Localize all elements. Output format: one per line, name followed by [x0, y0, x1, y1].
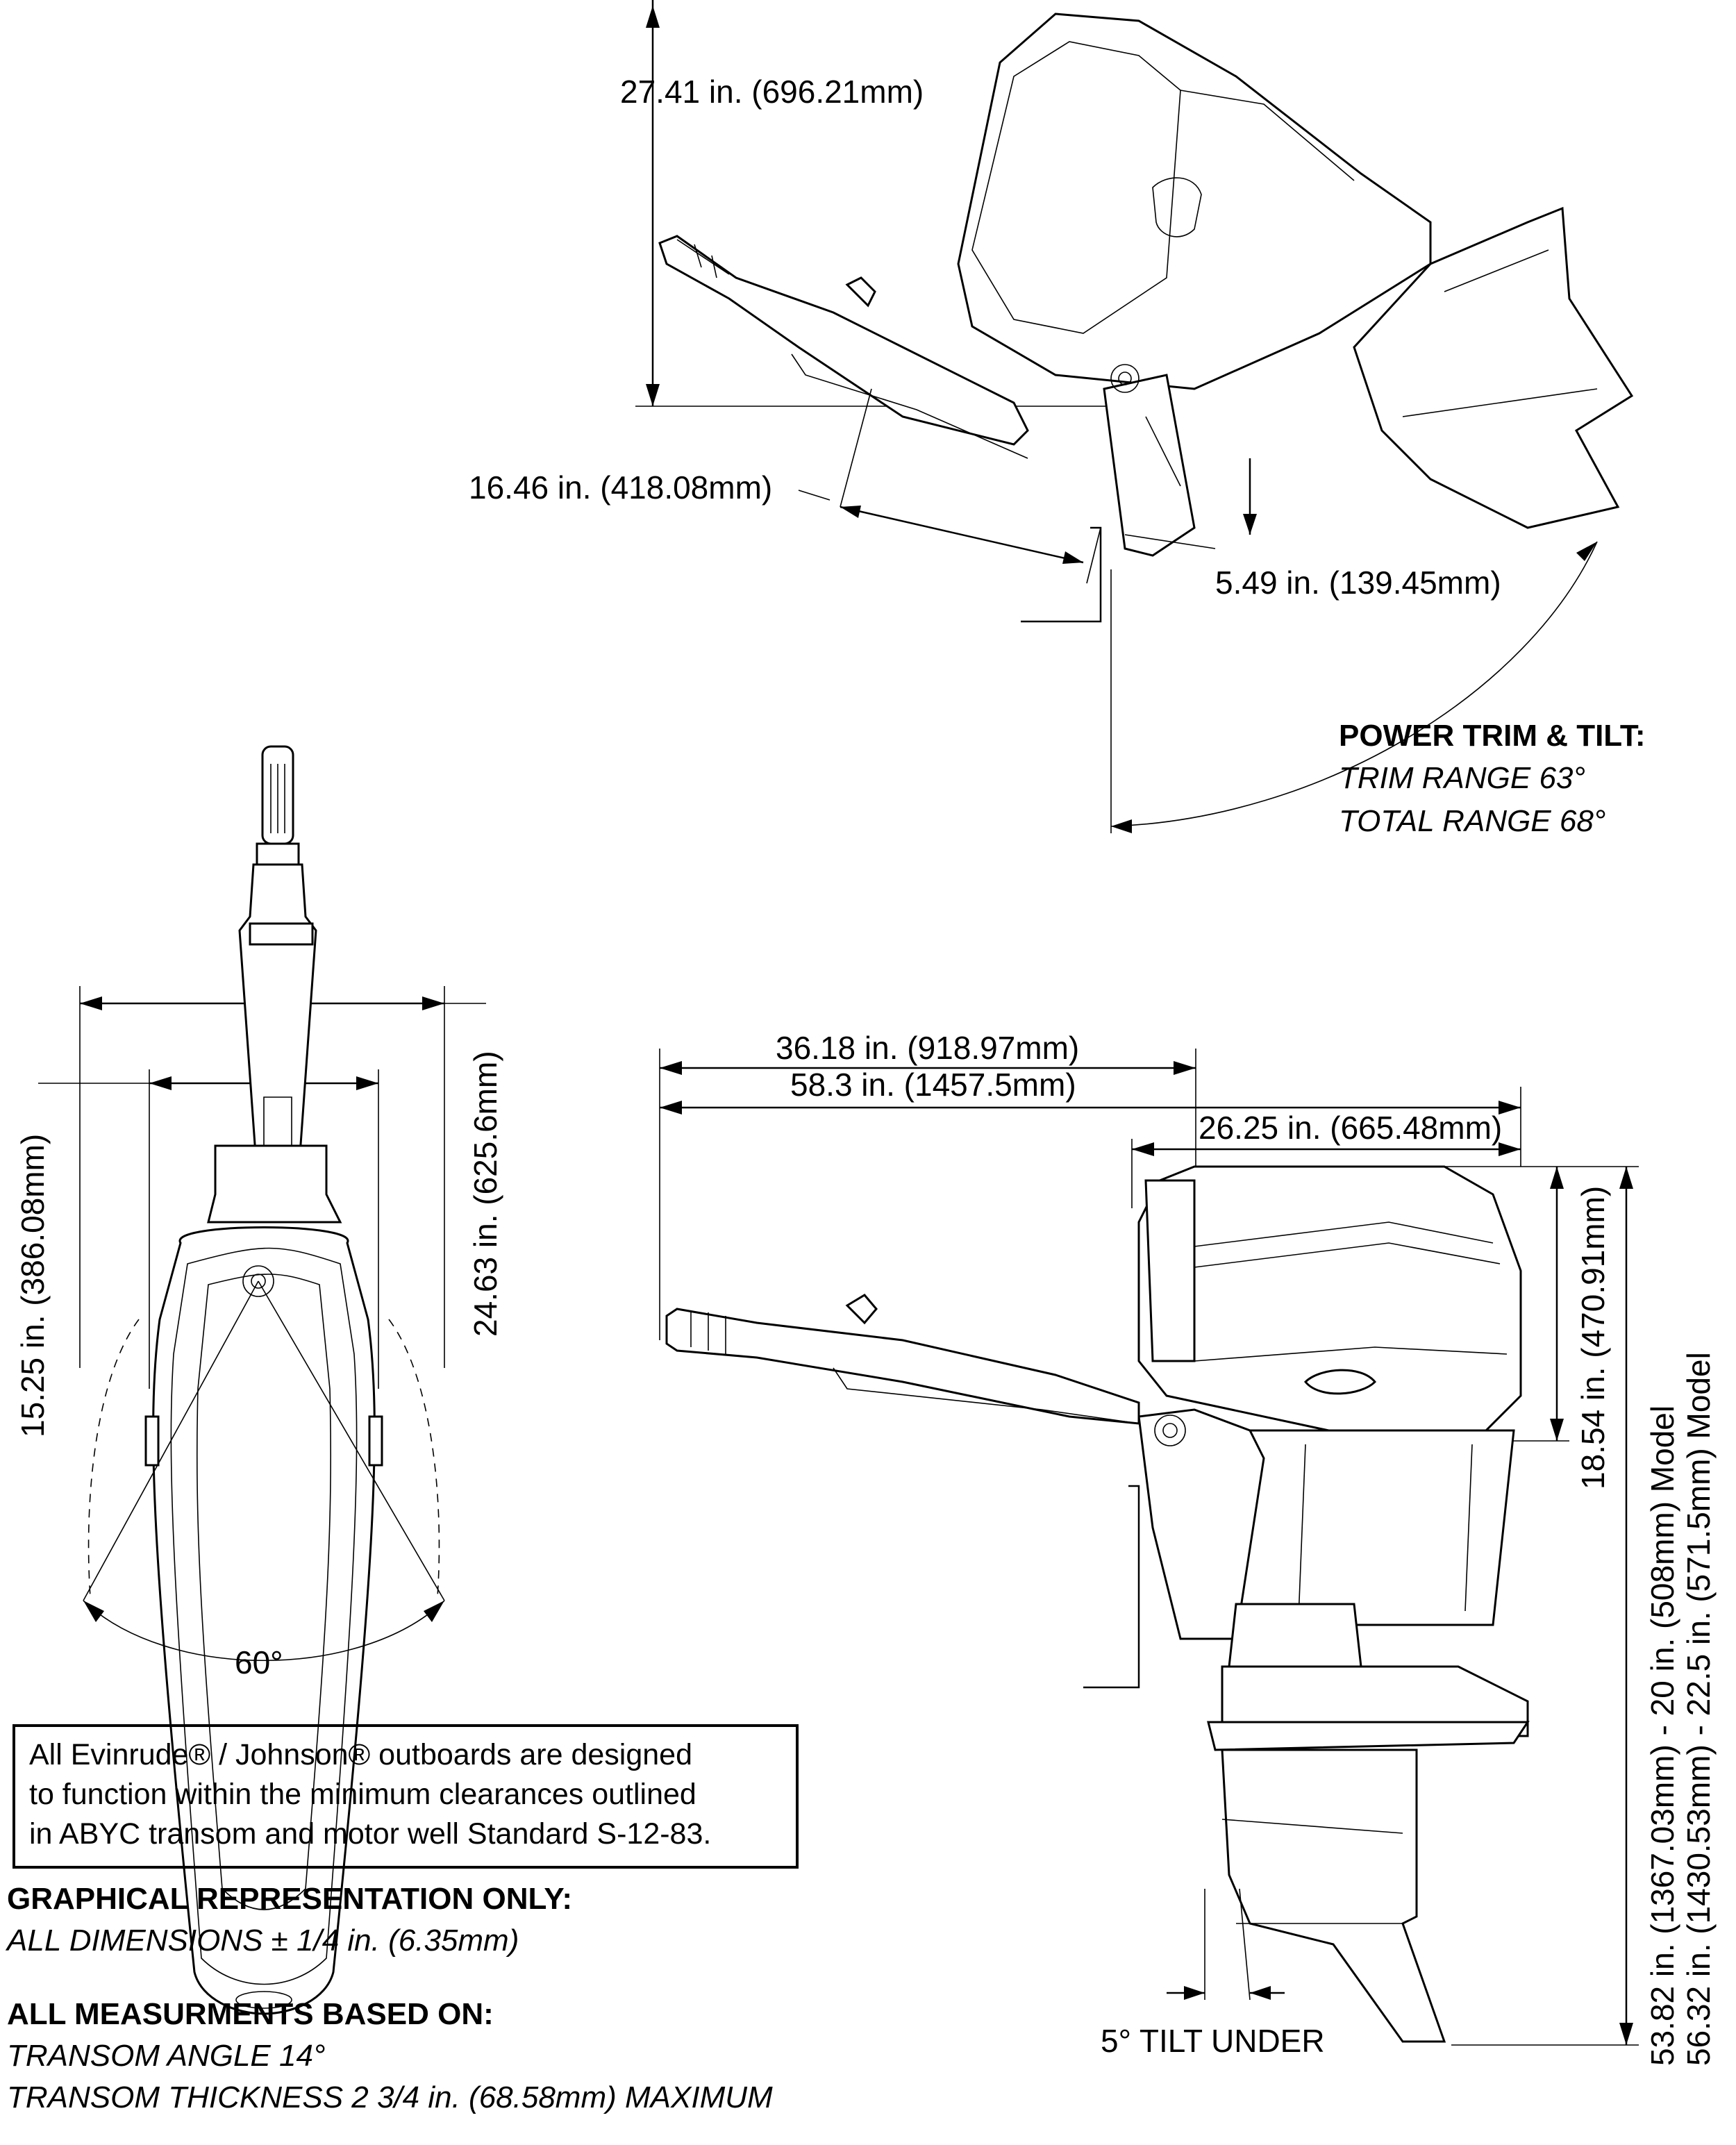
upright-motor-outline: [1137, 1165, 1530, 2043]
overall-length-dimension-label: 58.3 in. (1457.5mm): [790, 1067, 1076, 1103]
cowl-length-dimension-label: 26.25 in. (665.48mm): [1199, 1110, 1502, 1146]
tilted-motor-outline: [957, 12, 1634, 557]
disclaimer-line-1: All Evinrude® / Johnson® outboards are d…: [29, 1738, 693, 1771]
tilt-under-label: 5° TILT UNDER: [1101, 2023, 1325, 2059]
tilted-offset-dimension-label: 5.49 in. (139.45mm): [1215, 565, 1501, 601]
height-20in-model-label: 53.82 in. (1367.03mm) - 20 in. (508mm) M…: [1644, 1405, 1680, 2066]
tolerance-text: ALL DIMENSIONS ± 1/4 in. (6.35mm): [7, 1923, 519, 1958]
top-view-outer-width-label: 24.63 in. (625.6mm): [467, 1051, 503, 1337]
top-view-cowl: [144, 1144, 383, 2015]
top-view-inner-width-label: 15.25 in. (386.08mm): [15, 1134, 51, 1437]
upright-tiller: [665, 1294, 1140, 1425]
graphical-representation-title: GRAPHICAL REPRESENTATION ONLY:: [7, 1882, 573, 1916]
height-22-5in-model-label: 56.32 in. (1430.53mm) - 22.5 in. (571.5m…: [1680, 1352, 1717, 2066]
upright-side-view: 36.18 in. (918.97mm) 58.3 in. (1457.5mm)…: [659, 1030, 1717, 2066]
top-view-steer-angle-label: 60°: [235, 1644, 283, 1680]
top-view-tiller: [238, 745, 317, 1175]
power-trim-title: POWER TRIM & TILT:: [1339, 719, 1646, 753]
abyc-disclaimer-box: All Evinrude® / Johnson® outboards are d…: [12, 1724, 799, 1869]
disclaimer-line-3: in ABYC transom and motor well Standard …: [29, 1817, 712, 1851]
tilted-side-view: 27.41 in. (696.21mm) 16.46 in. (418.08mm…: [469, 0, 1634, 833]
disclaimer-line-2: to function within the minimum clearance…: [29, 1778, 696, 1811]
transom-angle-text: TRANSOM ANGLE 14°: [7, 2039, 326, 2073]
tilted-reach-dimension-label: 16.46 in. (418.08mm): [469, 469, 772, 506]
tilted-tiller: [658, 235, 1029, 459]
measurements-basis-title: ALL MEASURMENTS BASED ON:: [7, 1997, 494, 2031]
top-view: 60° 24.63 in. (625.6mm) 15.25 in. (386.0…: [15, 745, 503, 2015]
tiller-length-dimension-label: 36.18 in. (918.97mm): [776, 1030, 1079, 1066]
cowl-height-dimension-label: 18.54 in. (470.91mm): [1575, 1186, 1611, 1489]
transom-thickness-text: TRANSOM THICKNESS 2 3/4 in. (68.58mm) MA…: [7, 2080, 773, 2114]
notes-section: GRAPHICAL REPRESENTATION ONLY: ALL DIMEN…: [7, 1878, 773, 2119]
total-range-text: TOTAL RANGE 68°: [1339, 804, 1606, 838]
power-trim-tilt-block: POWER TRIM & TILT: TRIM RANGE 63° TOTAL …: [1339, 715, 1646, 843]
tilted-height-dimension-label: 27.41 in. (696.21mm): [620, 74, 924, 110]
trim-range-text: TRIM RANGE 63°: [1339, 761, 1585, 795]
